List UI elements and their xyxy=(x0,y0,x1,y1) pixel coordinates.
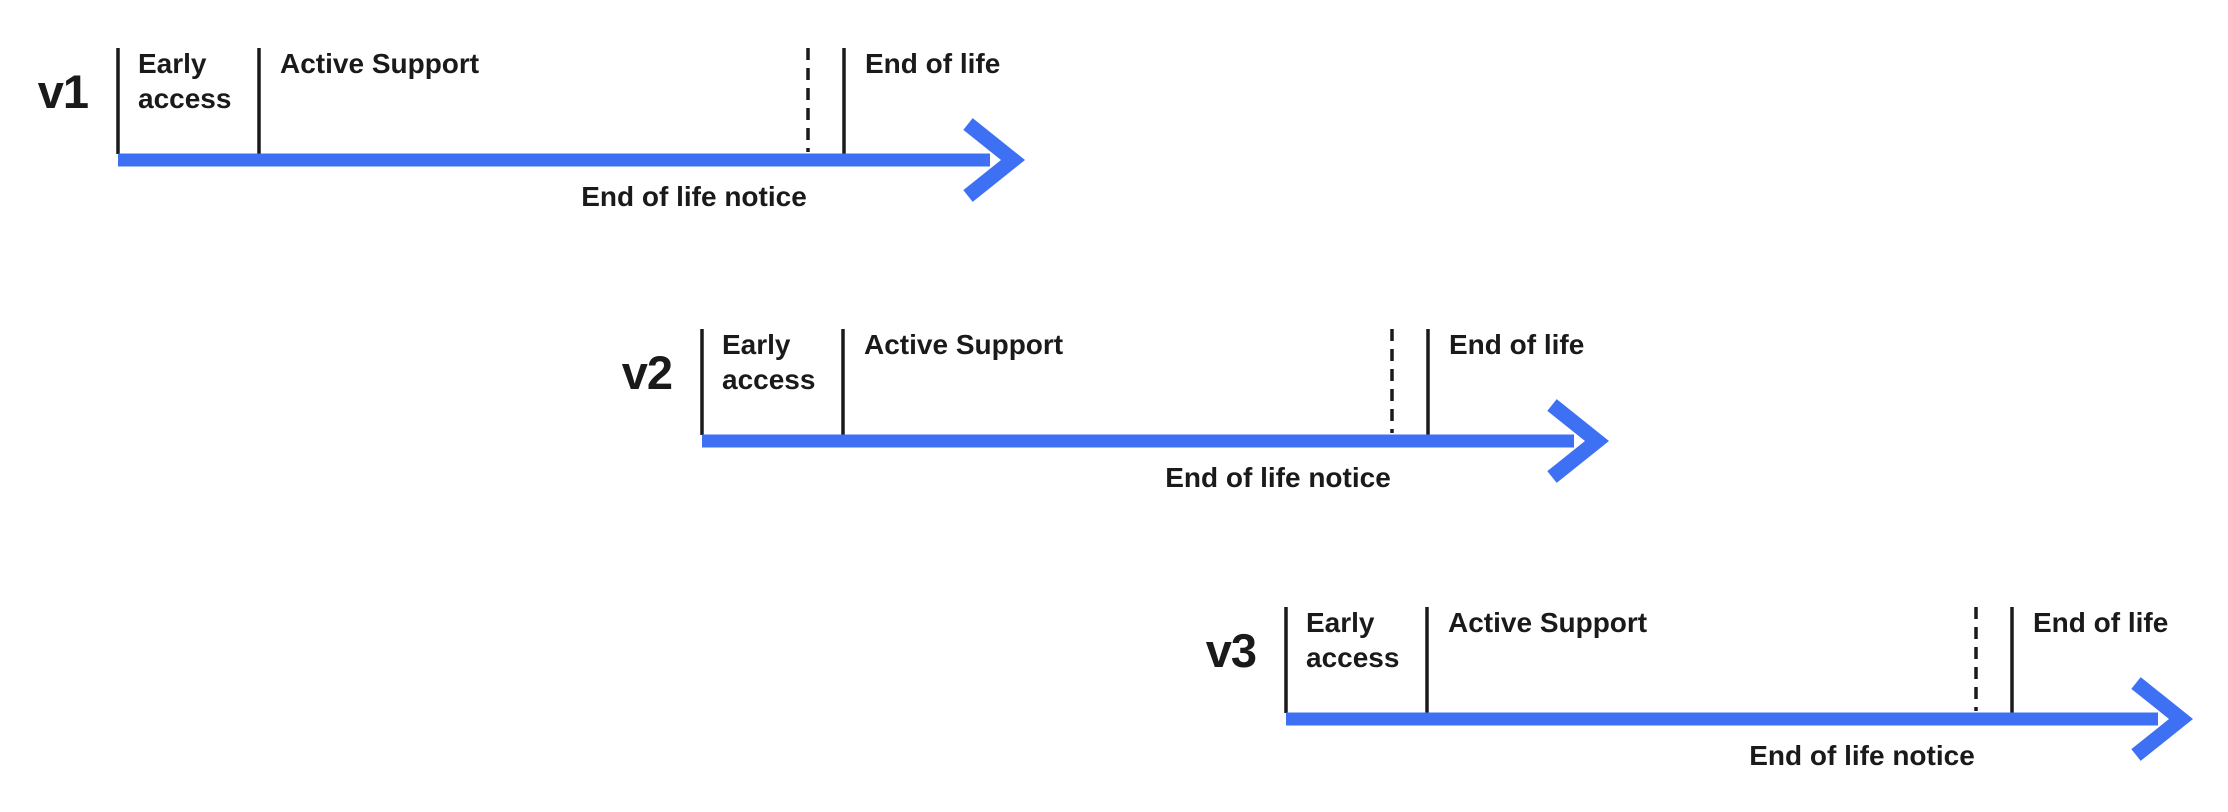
timeline-graphic-v2 xyxy=(700,329,1610,483)
version-label: v3 xyxy=(1205,624,1257,677)
end-of-life-notice-label: End of life notice xyxy=(1165,462,1391,493)
arrow-head-icon xyxy=(2131,677,2194,761)
timeline-graphic-v1 xyxy=(116,48,1026,202)
version-label: v1 xyxy=(37,65,89,118)
end-of-life-notice-label: End of life notice xyxy=(1749,740,1975,771)
timeline-row-v1: v1 Early access Active Support End of li… xyxy=(18,20,1038,235)
timeline-graphic-v3 xyxy=(1284,607,2194,761)
early-access-label: Early access xyxy=(722,329,816,395)
timeline-row-v2: v2 Early access Active Support End of li… xyxy=(602,301,1622,516)
end-of-life-label: End of life xyxy=(1449,329,1585,360)
active-support-label: Active Support xyxy=(864,329,1064,360)
version-label: v2 xyxy=(621,346,673,399)
early-access-label: Early access xyxy=(138,48,232,114)
early-access-label: Early access xyxy=(1306,607,1400,673)
arrow-head-icon xyxy=(963,118,1026,202)
timeline-row-v3: v3 Early access Active Support End of li… xyxy=(1186,579,2206,794)
active-support-label: Active Support xyxy=(1448,607,1648,638)
end-of-life-label: End of life xyxy=(2033,607,2169,638)
end-of-life-label: End of life xyxy=(865,48,1001,79)
end-of-life-notice-label: End of life notice xyxy=(581,181,807,212)
arrow-head-icon xyxy=(1547,399,1610,483)
active-support-label: Active Support xyxy=(280,48,480,79)
